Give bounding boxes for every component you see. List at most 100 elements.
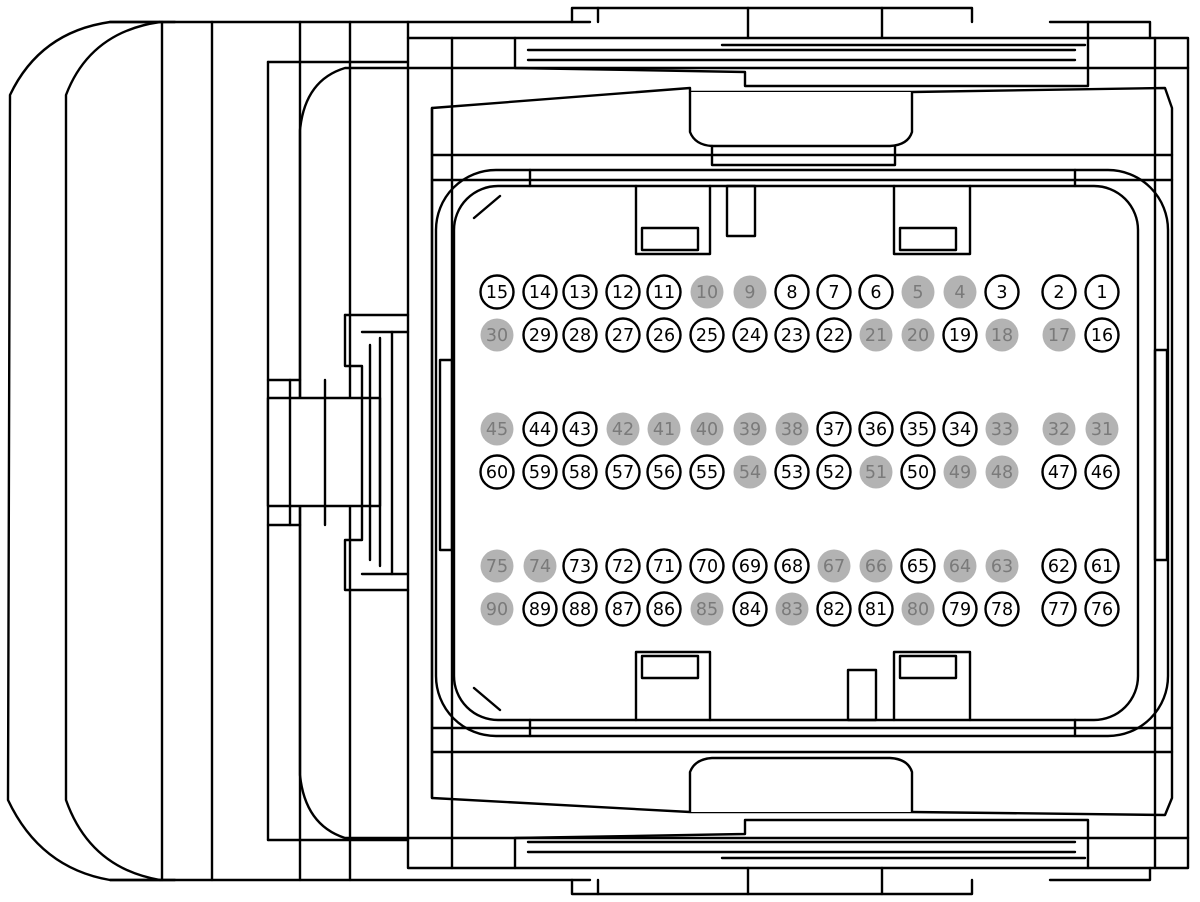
- pin-label: 7: [828, 283, 839, 303]
- pin-22: 22: [816, 317, 852, 353]
- pin-circle: [480, 318, 514, 352]
- pin-33: 33: [985, 412, 1019, 446]
- pin-89: 89: [522, 591, 558, 627]
- pin-label: 82: [823, 600, 845, 620]
- pin-50: 50: [900, 454, 936, 490]
- pin-label: 44: [529, 420, 551, 440]
- pin-circle: [1084, 454, 1120, 490]
- pin-circle: [942, 411, 978, 447]
- pin-label: 17: [1048, 326, 1070, 346]
- pin-label: 28: [569, 326, 591, 346]
- pin-circle: [816, 591, 852, 627]
- pin-76: 76: [1084, 591, 1120, 627]
- pin-label: 35: [907, 420, 929, 440]
- pin-circle: [858, 274, 894, 310]
- pin-circle: [1084, 274, 1120, 310]
- pin-label: 42: [612, 420, 634, 440]
- pin-label: 36: [865, 420, 887, 440]
- pin-label: 77: [1048, 600, 1070, 620]
- pin-circle: [985, 318, 1019, 352]
- pin-label: 84: [739, 600, 761, 620]
- pin-68: 68: [774, 548, 810, 584]
- pin-5: 5: [901, 275, 935, 309]
- pin-circle: [562, 274, 598, 310]
- pin-67: 67: [817, 549, 851, 583]
- pin-37: 37: [816, 411, 852, 447]
- pin-label: 79: [949, 600, 971, 620]
- pin-label: 41: [653, 420, 675, 440]
- pin-70: 70: [689, 548, 725, 584]
- pin-circle: [859, 549, 893, 583]
- pin-60: 60: [479, 454, 515, 490]
- pin-34: 34: [942, 411, 978, 447]
- pin-circle: [984, 591, 1020, 627]
- pin-56: 56: [646, 454, 682, 490]
- pin-66: 66: [859, 549, 893, 583]
- pin-84: 84: [732, 591, 768, 627]
- pin-25: 25: [689, 317, 725, 353]
- pin-65: 65: [900, 548, 936, 584]
- pin-9: 9: [733, 275, 767, 309]
- pin-label: 26: [653, 326, 675, 346]
- pin-label: 83: [781, 600, 803, 620]
- pin-circle: [605, 548, 641, 584]
- pin-label: 90: [486, 600, 508, 620]
- pin-29: 29: [522, 317, 558, 353]
- pin-circle: [480, 592, 514, 626]
- pin-36: 36: [858, 411, 894, 447]
- pin-label: 89: [529, 600, 551, 620]
- pin-circle: [901, 275, 935, 309]
- pin-72: 72: [605, 548, 641, 584]
- pin-circle: [562, 591, 598, 627]
- pin-label: 69: [739, 557, 761, 577]
- pin-52: 52: [816, 454, 852, 490]
- pin-label: 60: [486, 463, 508, 483]
- pin-59: 59: [522, 454, 558, 490]
- pin-circle: [900, 454, 936, 490]
- pin-label: 27: [612, 326, 634, 346]
- pin-90: 90: [480, 592, 514, 626]
- pin-43: 43: [562, 411, 598, 447]
- pin-51: 51: [859, 455, 893, 489]
- pin-circle: [774, 548, 810, 584]
- pin-label: 67: [823, 557, 845, 577]
- pin-circle: [480, 549, 514, 583]
- pin-circle: [605, 454, 641, 490]
- pin-circle: [605, 591, 641, 627]
- latch-clip: [266, 313, 410, 592]
- pin-circle: [1084, 548, 1120, 584]
- pin-circle: [985, 549, 1019, 583]
- pin-circle: [647, 412, 681, 446]
- pin-55: 55: [689, 454, 725, 490]
- pin-circle: [817, 549, 851, 583]
- pin-53: 53: [774, 454, 810, 490]
- pin-58: 58: [562, 454, 598, 490]
- pin-label: 49: [949, 463, 971, 483]
- pin-circle: [1041, 454, 1077, 490]
- pin-label: 8: [786, 283, 797, 303]
- pin-30: 30: [480, 318, 514, 352]
- pin-label: 3: [996, 283, 1007, 303]
- pin-13: 13: [562, 274, 598, 310]
- pin-label: 50: [907, 463, 929, 483]
- pin-57: 57: [605, 454, 641, 490]
- pin-circle: [605, 317, 641, 353]
- pin-label: 66: [865, 557, 887, 577]
- pin-85: 85: [690, 592, 724, 626]
- pin-label: 10: [696, 283, 718, 303]
- pin-label: 71: [653, 557, 675, 577]
- pin-circle: [522, 591, 558, 627]
- pin-label: 74: [529, 557, 551, 577]
- pin-circle: [522, 454, 558, 490]
- top-tab: [513, 6, 1152, 88]
- pin-74: 74: [523, 549, 557, 583]
- pin-14: 14: [522, 274, 558, 310]
- pin-circle: [733, 455, 767, 489]
- pin-label: 13: [569, 283, 591, 303]
- pin-label: 63: [991, 557, 1013, 577]
- pin-circle: [1084, 317, 1120, 353]
- pin-circle: [816, 454, 852, 490]
- pin-label: 46: [1091, 463, 1113, 483]
- pin-69: 69: [732, 548, 768, 584]
